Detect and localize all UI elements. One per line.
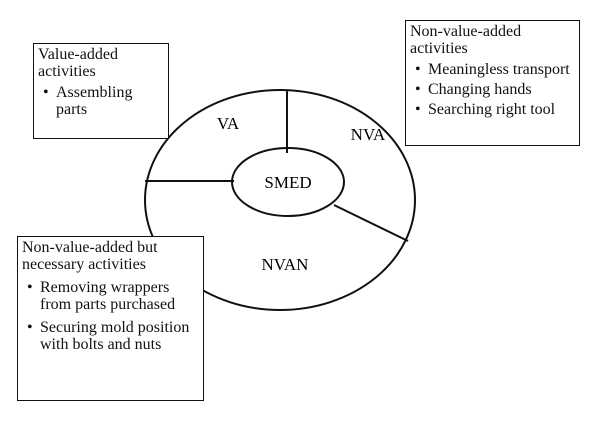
center-label: SMED: [264, 173, 311, 192]
non-value-added-necessary-list: Removing wrappers from parts purchased S…: [22, 279, 199, 353]
segment-label-nva: NVA: [351, 125, 386, 144]
outer-ring: [144, 89, 416, 311]
list-item: Securing mold position with bolts and nu…: [22, 319, 199, 353]
divider-right: [333, 204, 409, 242]
value-added-title: Value-added activities: [38, 46, 118, 80]
non-value-added-list: Meaningless transport Changing hands Sea…: [410, 61, 575, 118]
value-added-box: Value-added activities Assembling parts: [33, 43, 169, 139]
non-value-added-title: Non-value-added activities: [410, 23, 522, 57]
segment-label-va: VA: [217, 114, 240, 133]
segment-label-nvan: NVAN: [262, 255, 309, 274]
non-value-added-box: Non-value-added activities Meaningless t…: [405, 20, 580, 146]
non-value-added-necessary-box: Non-value-added but necessary activities…: [17, 236, 204, 401]
list-item: Meaningless transport: [410, 61, 575, 78]
center-ellipse: [231, 147, 345, 217]
list-item: Assembling parts: [38, 84, 164, 118]
non-value-added-necessary-title: Non-value-added but necessary activities: [22, 239, 158, 273]
list-item: Searching right tool: [410, 101, 575, 118]
value-added-list: Assembling parts: [38, 84, 164, 118]
list-item: Removing wrappers from parts purchased: [22, 279, 199, 313]
list-item: Changing hands: [410, 81, 575, 98]
